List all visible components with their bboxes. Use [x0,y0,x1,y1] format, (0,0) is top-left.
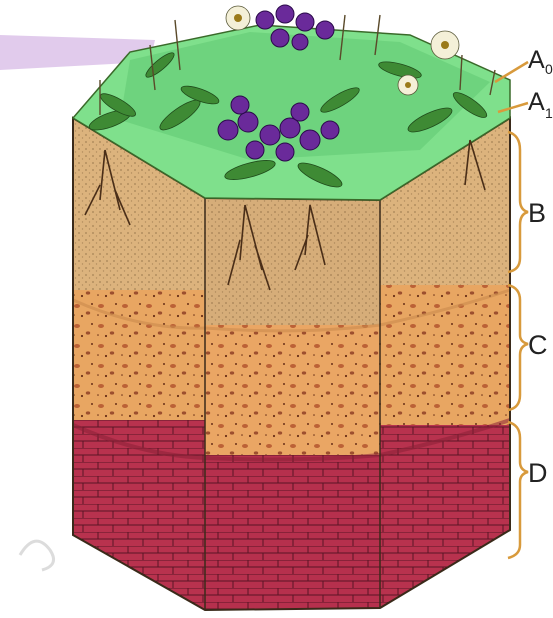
middle-face [200,190,390,615]
horizon-c-label: C [528,330,548,360]
horizon-a0-subscript: 0 [545,61,553,77]
horizon-d-label: D [528,458,548,488]
watermark-mark [20,541,54,570]
horizon-b-label: B [528,198,546,228]
horizon-a1-label: A [528,88,545,116]
horizon-a0-label: A [528,46,545,74]
horizon-a1-subscript: 1 [545,105,553,121]
